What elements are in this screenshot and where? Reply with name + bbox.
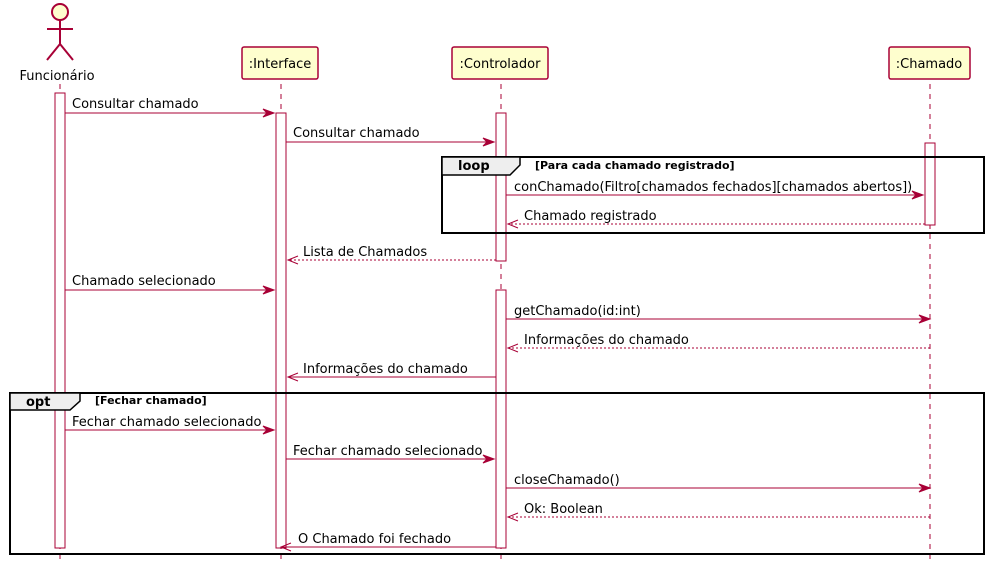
opt-label: opt	[26, 395, 50, 410]
message-label: Fechar chamado selecionado	[293, 444, 482, 459]
message-label: Lista de Chamados	[303, 245, 427, 260]
message-chamado-registrado: Chamado registrado	[506, 209, 925, 229]
activation-chamado	[924, 142, 936, 226]
activation-controlador-1	[495, 112, 507, 262]
participant-controlador[interactable]: :Controlador	[451, 46, 549, 80]
actor-label: Funcionário	[19, 69, 94, 84]
message-label: closeChamado()	[514, 473, 620, 488]
participant-chamado[interactable]: :Chamado	[888, 46, 971, 80]
message-label: Chamado selecionado	[72, 274, 216, 289]
activation-controlador-2	[495, 289, 507, 549]
message-getchamado: getChamado(id:int)	[506, 304, 932, 324]
message-label: getChamado(id:int)	[514, 304, 641, 319]
message-label: Informações do chamado	[524, 333, 689, 348]
message-fechar-chamado-1: Fechar chamado selecionado	[65, 415, 276, 435]
loop-label: loop	[458, 159, 490, 174]
message-informacoes-retorno: Informações do chamado	[506, 333, 930, 353]
message-label: Ok: Boolean	[524, 502, 603, 517]
participant-label: :Controlador	[460, 57, 542, 72]
actor-head	[51, 3, 69, 21]
message-ok-boolean: Ok: Boolean	[506, 502, 930, 522]
message-label: Informações do chamado	[303, 362, 468, 377]
message-label: Consultar chamado	[72, 97, 199, 112]
loop-guard: [Para cada chamado registrado]	[535, 159, 735, 172]
message-closechamado: closeChamado()	[506, 473, 932, 493]
message-label: Fechar chamado selecionado	[72, 415, 261, 430]
message-label: Consultar chamado	[293, 126, 420, 141]
message-label: conChamado(Filtro[chamados fechados][cha…	[514, 180, 912, 195]
message-fechar-chamado-2: Fechar chamado selecionado	[286, 444, 496, 464]
activation-funcionario	[54, 92, 66, 549]
message-informacoes-do-chamado: Informações do chamado	[286, 362, 496, 382]
opt-fragment: opt [Fechar chamado]	[9, 392, 985, 555]
message-chamado-fechado: O Chamado foi fechado	[279, 532, 496, 552]
message-lista-de-chamados: Lista de Chamados	[286, 245, 496, 265]
message-consultar-chamado-1: Consultar chamado	[65, 97, 276, 118]
actor-funcionario[interactable]: Funcionário	[19, 3, 95, 84]
participant-interface[interactable]: :Interface	[241, 46, 319, 80]
message-chamado-selecionado: Chamado selecionado	[65, 274, 276, 295]
activation-interface	[275, 112, 287, 549]
loop-fragment: loop [Para cada chamado registrado]	[441, 156, 985, 234]
message-label: Chamado registrado	[524, 209, 657, 224]
opt-guard: [Fechar chamado]	[95, 394, 207, 407]
message-label: O Chamado foi fechado	[298, 532, 451, 547]
message-conchamado: conChamado(Filtro[chamados fechados][cha…	[506, 180, 925, 200]
participant-label: :Chamado	[896, 57, 963, 72]
participant-label: :Interface	[249, 57, 312, 72]
message-consultar-chamado-2: Consultar chamado	[286, 126, 496, 147]
